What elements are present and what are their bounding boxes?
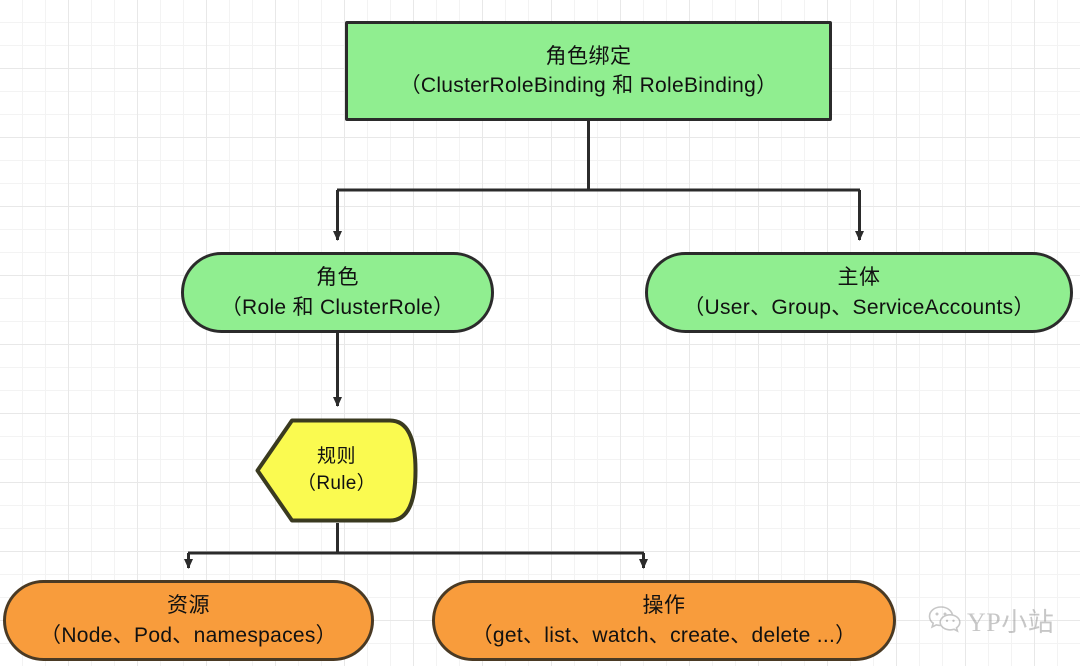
node-role[interactable]: 角色 （Role 和 ClusterRole） (181, 252, 494, 333)
edge-rule-to-resource-and-verb (184, 523, 648, 569)
node-subject-line1: 主体 (837, 266, 881, 290)
node-rule[interactable]: 规则 （Rule） (255, 418, 418, 523)
node-role-line1: 角色 (316, 266, 359, 290)
node-resource-line1: 资源 (167, 594, 210, 618)
node-role-binding-line1: 角色绑定 (545, 44, 632, 68)
node-resource[interactable]: 资源 （Node、Pod、namespaces） (3, 580, 374, 661)
node-role-binding[interactable]: 角色绑定 （ClusterRoleBinding 和 RoleBinding） (345, 21, 832, 121)
node-resource-line2: （Node、Pod、namespaces） (40, 623, 337, 647)
node-role-line2: （Role 和 ClusterRole） (220, 295, 455, 319)
node-rule-line1: 规则 (316, 445, 356, 467)
watermark-text: YP小站 (967, 607, 1055, 637)
node-subject-line2: （User、Group、ServiceAccounts） (683, 295, 1035, 319)
wechat-icon (928, 606, 961, 633)
edge-binding-to-role-and-subject (333, 121, 864, 241)
watermark: YP小站 (928, 596, 1073, 644)
node-verb-line1: 操作 (642, 594, 686, 618)
node-role-binding-line2: （ClusterRoleBinding 和 RoleBinding） (399, 74, 778, 97)
node-rule-line2: （Rule） (297, 472, 376, 494)
rule-node-shape (255, 418, 418, 523)
node-verb-line2: （get、list、watch、create、delete ...） (471, 623, 857, 647)
node-verb[interactable]: 操作 （get、list、watch、create、delete ...） (432, 580, 896, 661)
node-subject[interactable]: 主体 （User、Group、ServiceAccounts） (645, 252, 1073, 333)
